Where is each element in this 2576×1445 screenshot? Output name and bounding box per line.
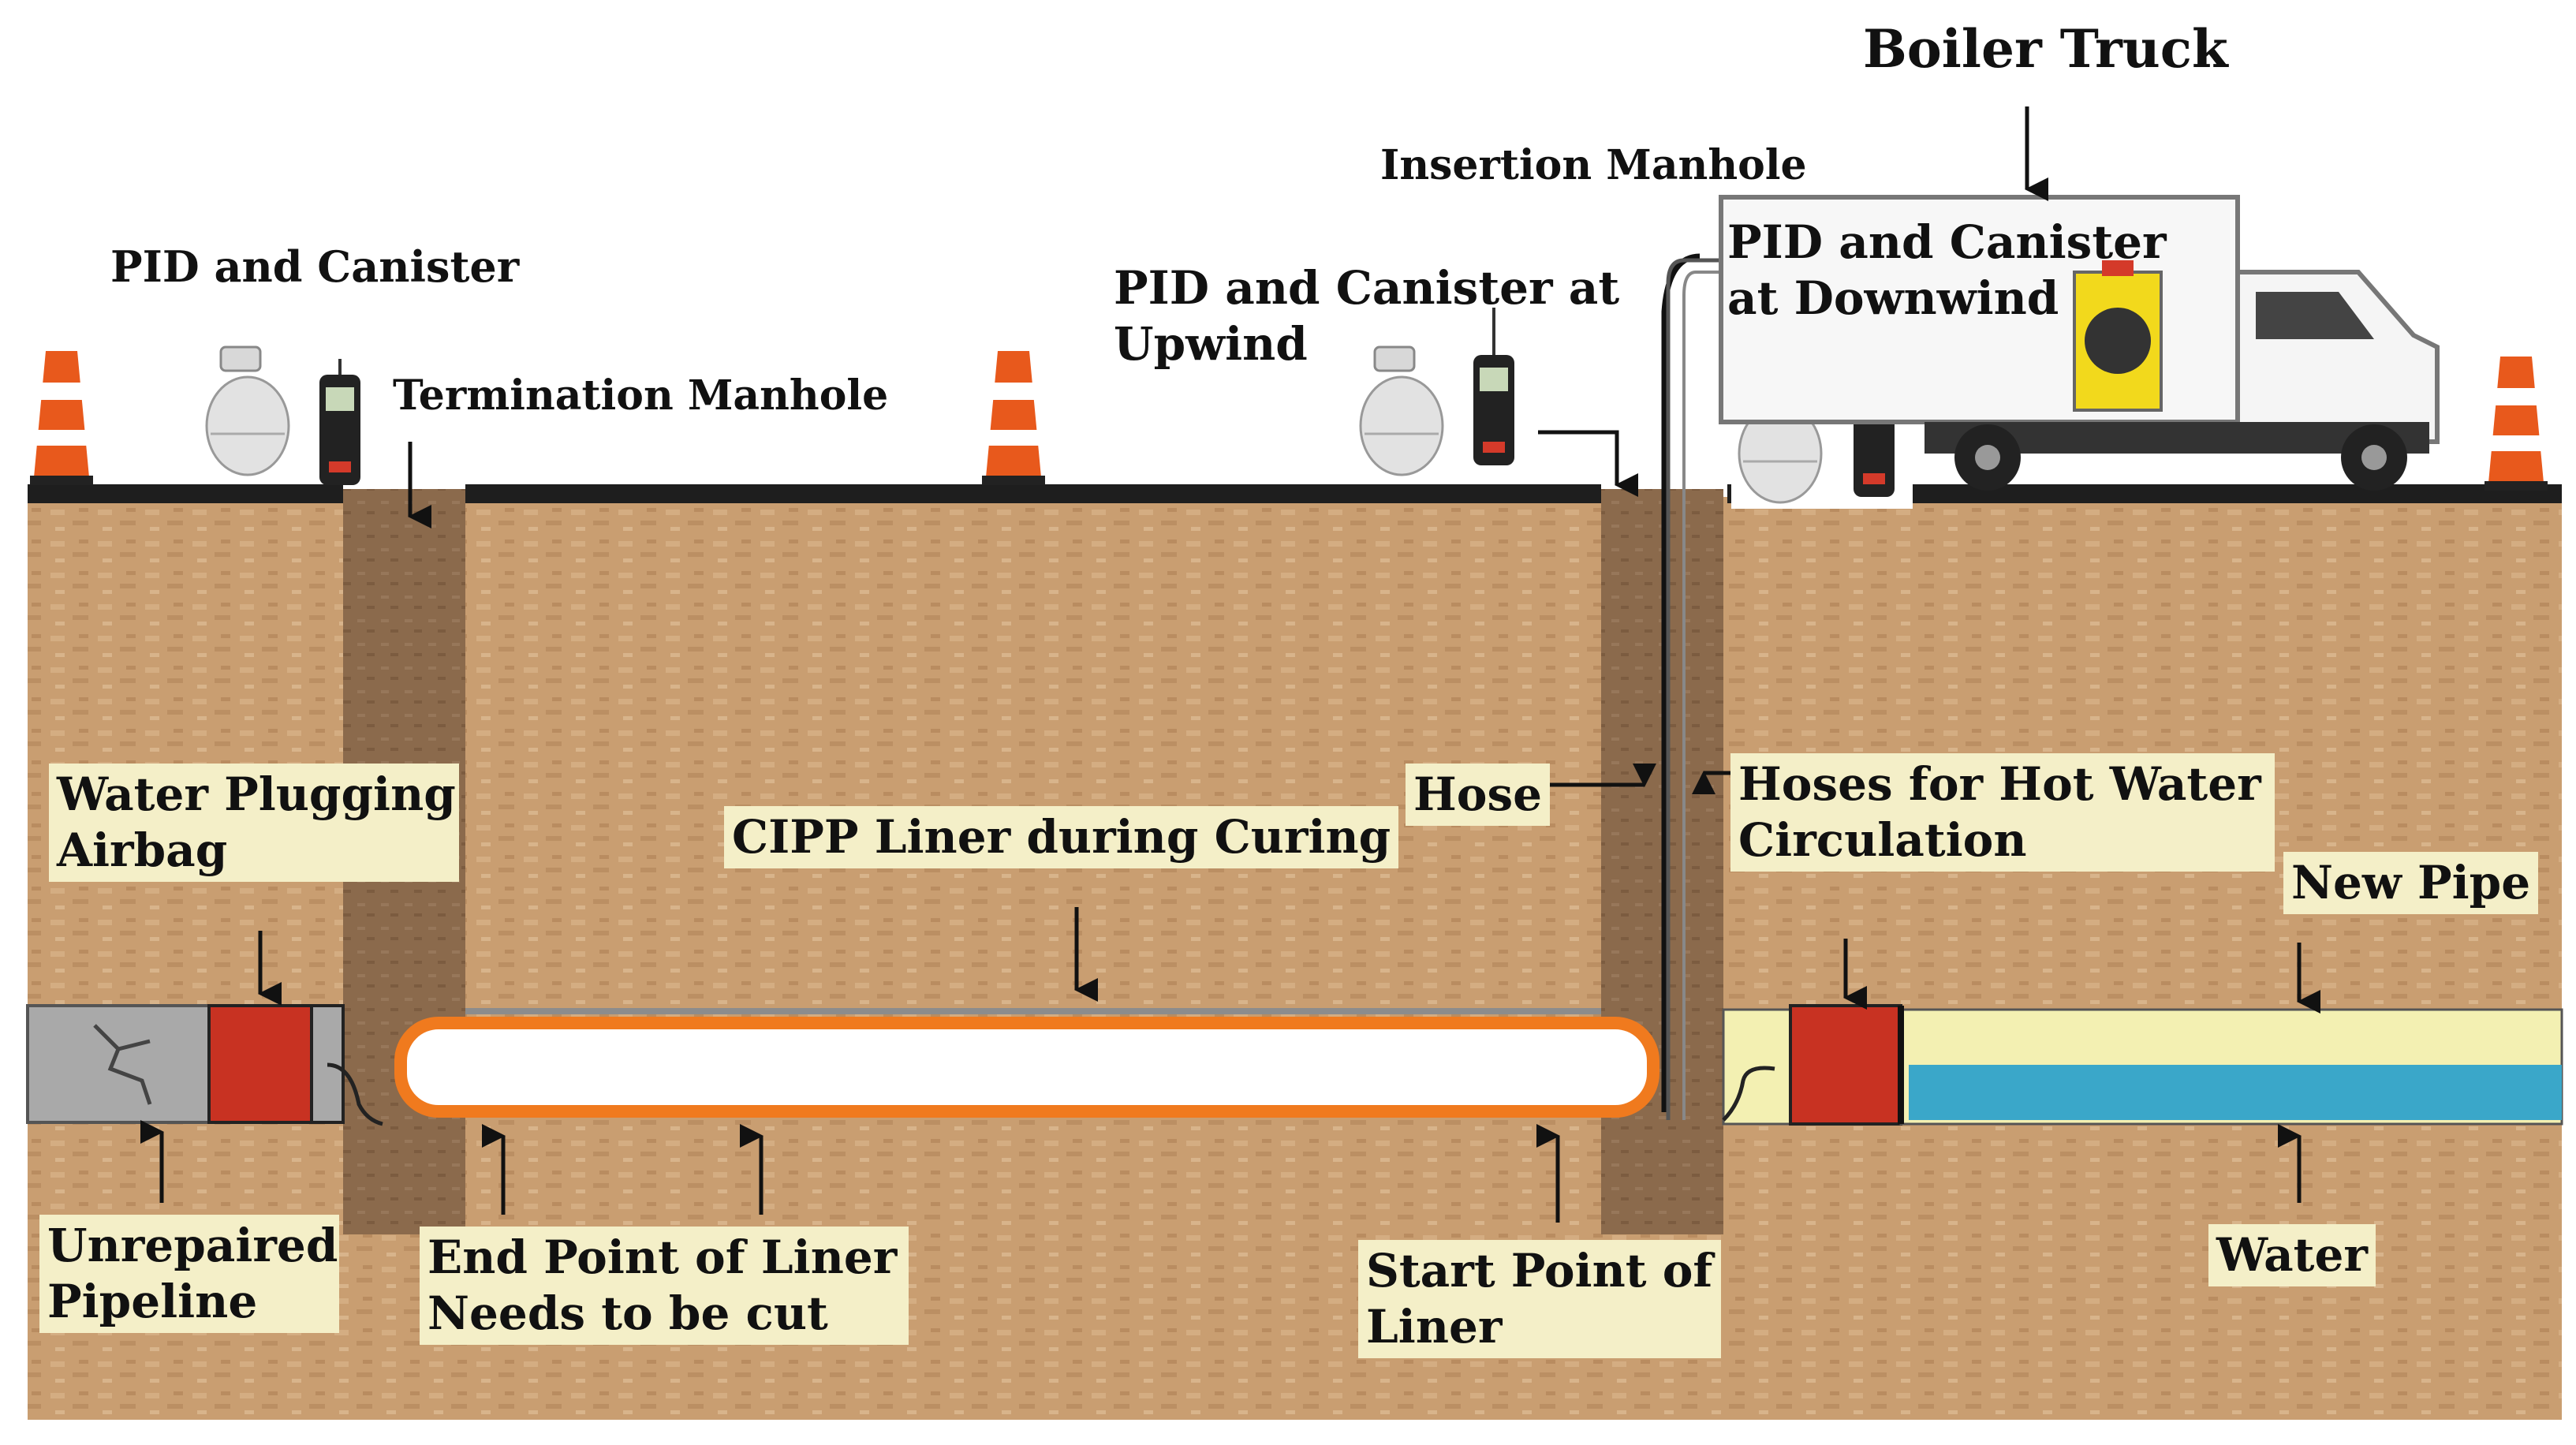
airbag-hose-right: [1722, 1066, 1775, 1122]
boiler-truck-label: Boiler Truck: [1863, 18, 2228, 80]
pid-meter-icon: [319, 359, 360, 485]
water-plugging-airbag-right: [1789, 1004, 1902, 1126]
start-point-line1: Start Point of: [1366, 1244, 1713, 1298]
hot-water-hose-1: [1666, 258, 1721, 1120]
insertion-manhole-label: Insertion Manhole: [1380, 141, 1807, 189]
pid-downwind-label: PID and Canister at Downwind: [1727, 215, 2167, 327]
pid-canister-label: PID and Canister: [110, 241, 520, 292]
new-pipe-label: New Pipe: [2283, 852, 2539, 914]
pid-meter-icon: [1473, 308, 1514, 465]
hoses-hot-water-line1: Hoses for Hot Water: [1738, 757, 2261, 811]
end-point-line1: End Point of Liner: [427, 1230, 898, 1284]
end-point-line2: Needs to be cut: [427, 1286, 828, 1340]
canister-icon: [205, 345, 290, 476]
pid-upwind-line1: PID and Canister at: [1114, 261, 1620, 315]
water-label: Water: [2208, 1224, 2376, 1286]
traffic-cone-icon: [2485, 357, 2548, 491]
water-in-pipe: [1909, 1065, 2562, 1120]
canister-icon: [1359, 345, 1444, 476]
cipp-liner-label: CIPP Liner during Curing: [724, 806, 1399, 868]
water-plugging-airbag-left: [207, 1004, 313, 1124]
water-plugging-line1: Water Plugging: [57, 767, 456, 821]
water-plugging-line2: Airbag: [57, 823, 228, 877]
cipp-liner: [394, 1017, 1659, 1118]
pipe-crack: [93, 1024, 152, 1105]
road-surface-left: [28, 484, 343, 503]
start-point-line2: Liner: [1366, 1299, 1503, 1354]
water-plugging-airbag-label: Water Plugging Airbag: [49, 764, 459, 882]
traffic-cone-icon: [30, 351, 93, 485]
termination-manhole-label: Termination Manhole: [393, 372, 889, 420]
unrepaired-line2: Pipeline: [47, 1274, 258, 1328]
pid-upwind-label: PID and Canister at Upwind: [1114, 260, 1619, 372]
end-point-label: End Point of Liner Needs to be cut: [420, 1227, 909, 1345]
unrepaired-pipe: [26, 1004, 211, 1124]
hoses-hot-water-label: Hoses for Hot Water Circulation: [1730, 753, 2275, 872]
hose-label: Hose: [1406, 764, 1551, 826]
traffic-cone-icon: [982, 351, 1045, 485]
hose-line: [1661, 253, 1701, 1112]
pid-upwind-line2: Upwind: [1114, 316, 1308, 371]
boiler-truck-icon: [1719, 195, 2440, 491]
pid-downwind-line2: at Downwind: [1727, 271, 2059, 325]
start-point-label: Start Point of Liner: [1358, 1240, 1721, 1358]
airbag-hose-left: [327, 1062, 383, 1126]
arrow-icon: [1538, 430, 1638, 497]
hot-water-hose-2: [1682, 271, 1721, 1120]
liner-top-edge: [465, 1008, 1601, 1014]
pid-downwind-line1: PID and Canister: [1727, 215, 2167, 269]
unrepaired-pipeline-label: Unrepaired Pipeline: [39, 1215, 339, 1333]
unrepaired-line1: Unrepaired: [47, 1219, 338, 1272]
hoses-hot-water-line2: Circulation: [1738, 812, 2027, 867]
road-surface-middle: [465, 484, 1601, 503]
